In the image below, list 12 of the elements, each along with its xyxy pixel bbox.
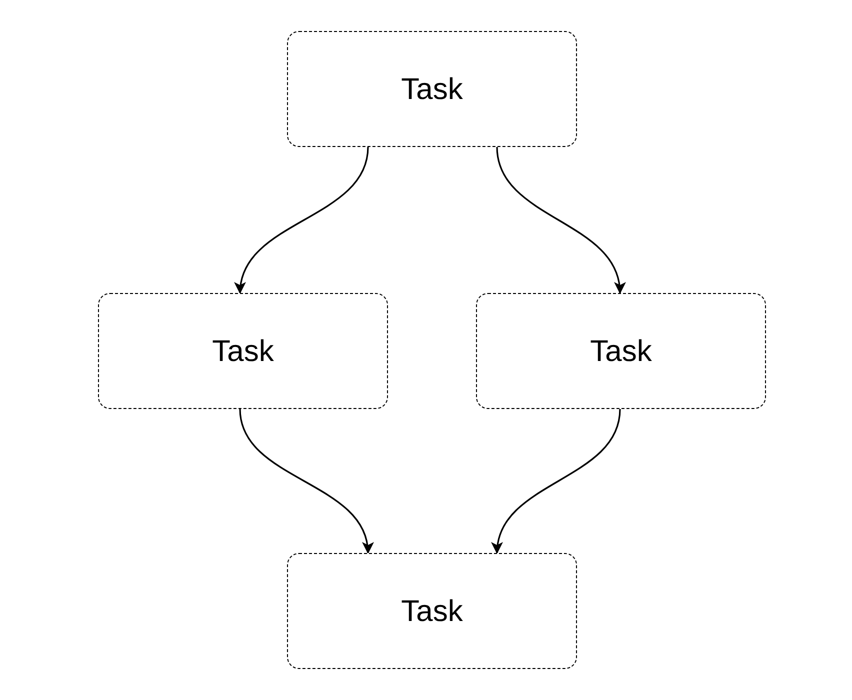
task-box	[476, 293, 766, 409]
arrow	[492, 408, 621, 554]
task-label: Task	[401, 594, 463, 630]
task-label: Task	[401, 72, 463, 108]
task-label: Task	[212, 334, 274, 370]
arrow	[496, 146, 624, 294]
task-box	[98, 293, 388, 409]
arrow	[236, 146, 369, 294]
task-box	[287, 31, 577, 147]
arrow	[239, 408, 372, 554]
task-box	[287, 553, 577, 669]
task-label: Task	[590, 334, 652, 370]
